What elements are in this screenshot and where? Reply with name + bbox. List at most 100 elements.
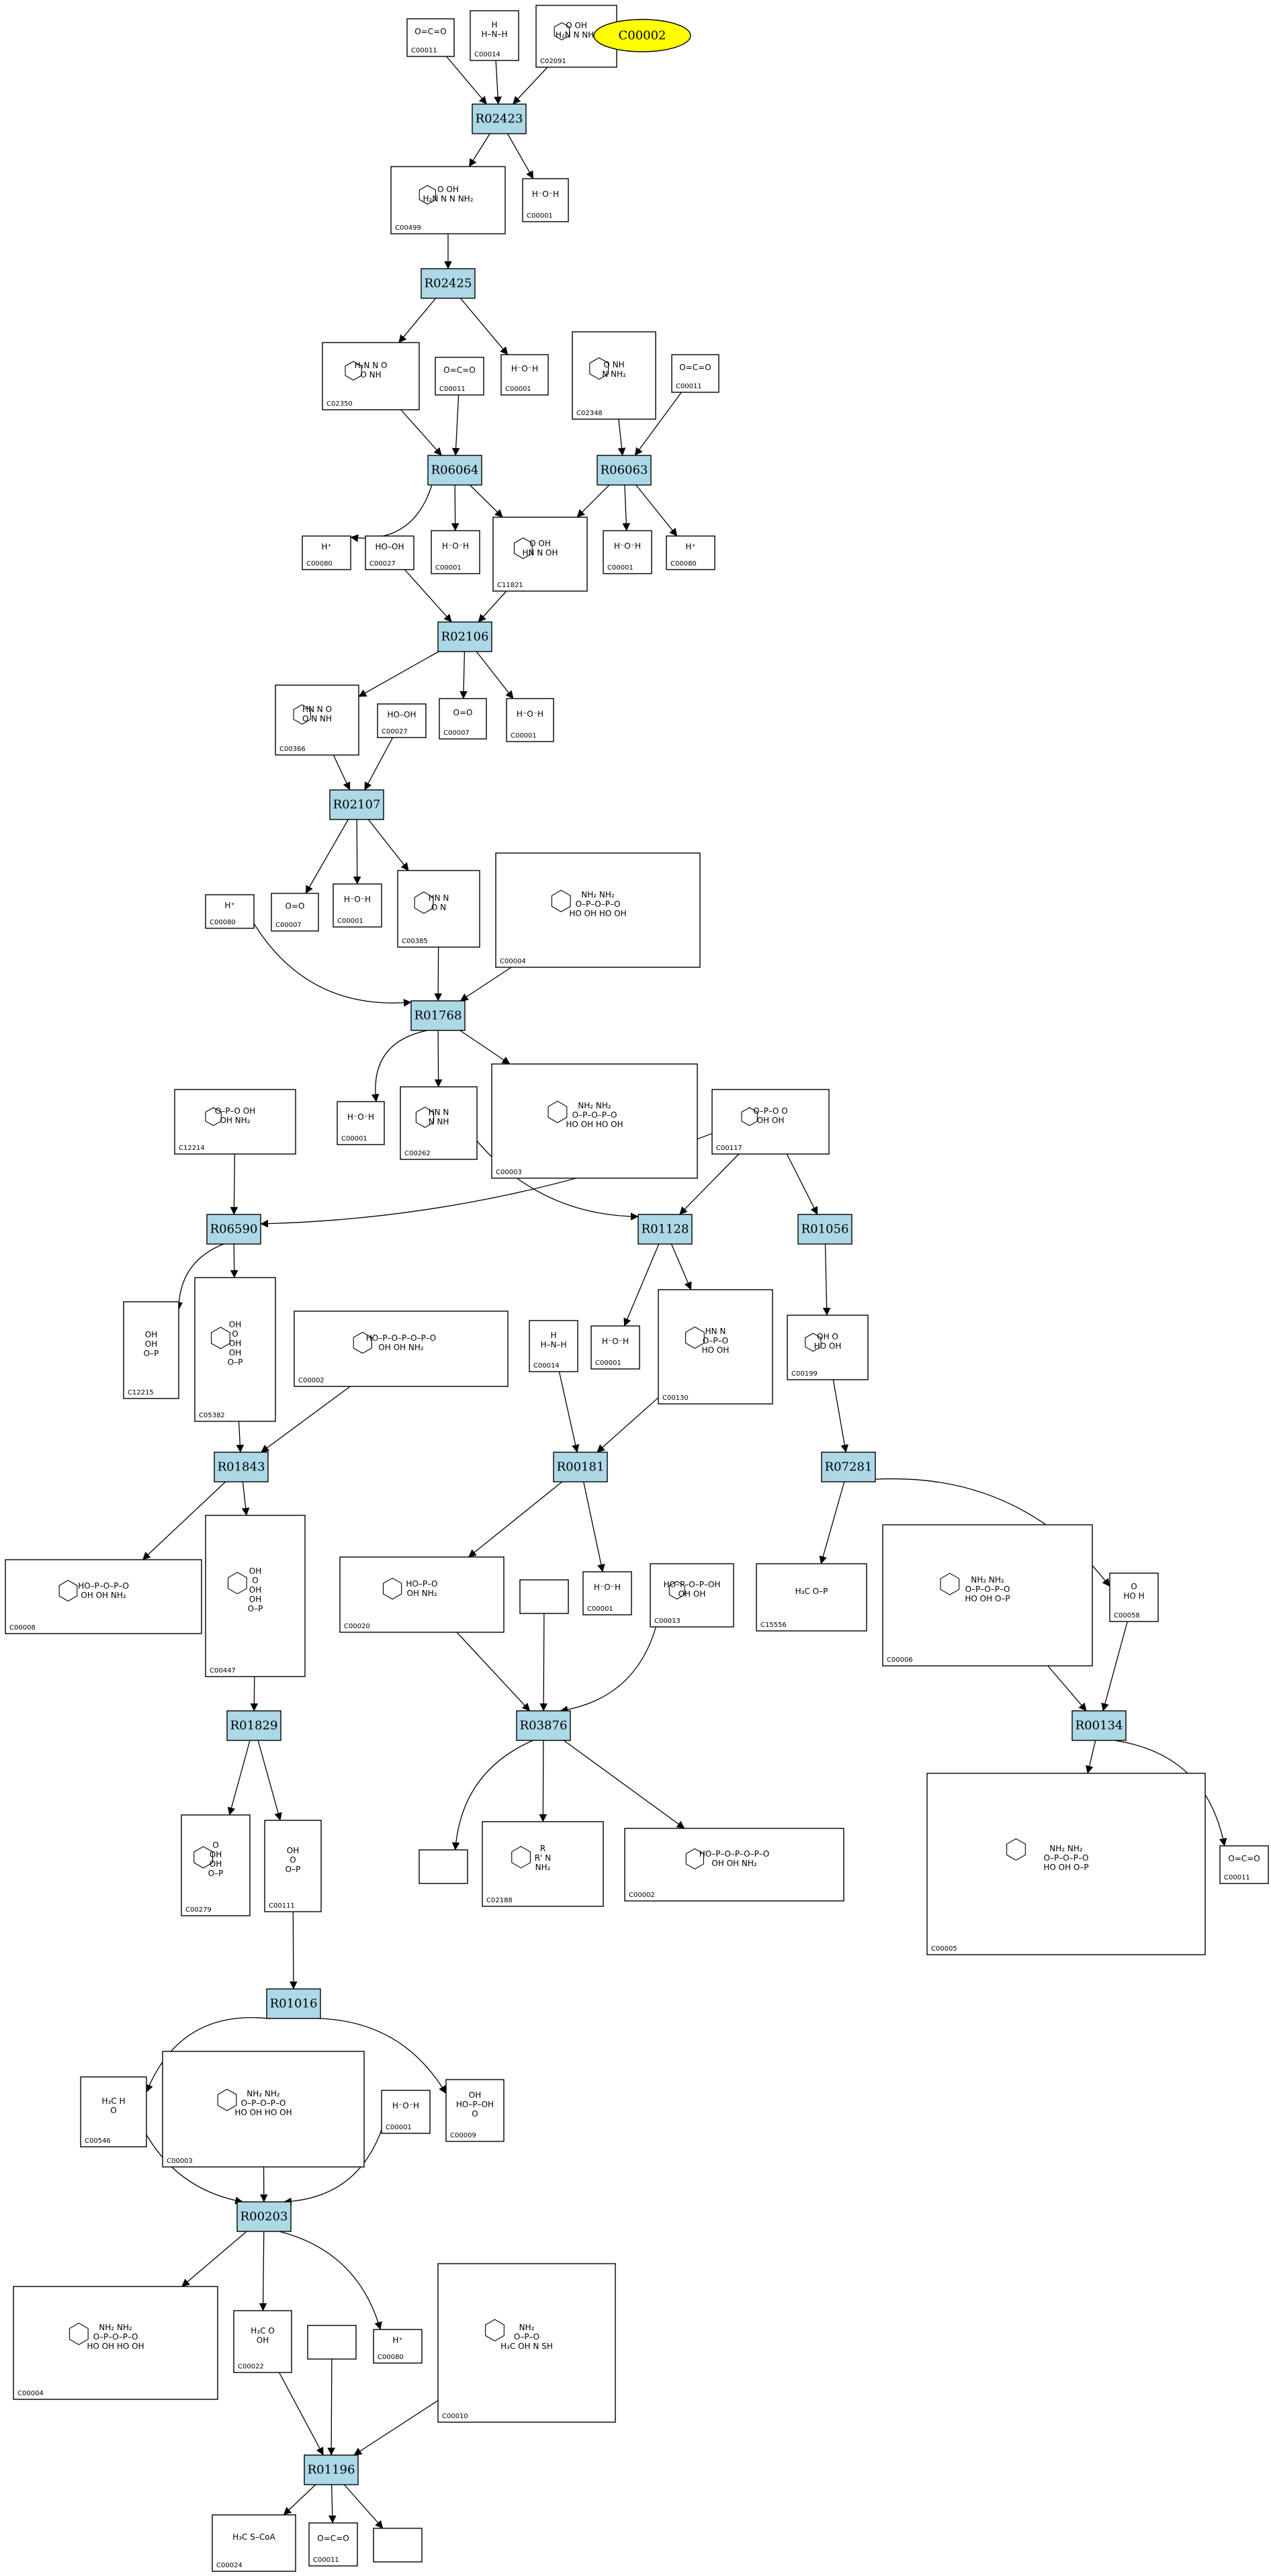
reaction-r00203[interactable]: R00203 xyxy=(236,2201,292,2232)
reaction-r00181[interactable]: R00181 xyxy=(553,1452,608,1482)
reaction-r06064[interactable]: R06064 xyxy=(427,455,482,486)
compound-id-label: C00001 xyxy=(341,1135,367,1143)
compound-id-label: C00001 xyxy=(511,732,537,740)
structure-label: O–P xyxy=(144,1349,159,1358)
compound-box xyxy=(435,357,484,396)
reaction-r01768[interactable]: R01768 xyxy=(410,1000,466,1031)
highlight-compound[interactable]: C00002 xyxy=(593,19,691,52)
edge-c_a2-to-R02423 xyxy=(494,60,502,105)
structure-label: H₂N N NH₂ xyxy=(556,30,597,40)
compound-id-label: C15556 xyxy=(760,1622,787,1629)
compound-box xyxy=(926,1773,1206,1955)
edge-c_e2-to-R02107 xyxy=(364,737,394,791)
compound-empty[interactable] xyxy=(419,1849,468,1884)
reaction-r01056[interactable]: R01056 xyxy=(797,1214,852,1245)
reaction-r00134[interactable]: R00134 xyxy=(1071,1710,1127,1741)
reaction-r06590[interactable]: R06590 xyxy=(206,1214,261,1245)
reaction-r07281[interactable]: R07281 xyxy=(821,1452,876,1482)
reaction-r03876[interactable]: R03876 xyxy=(516,1710,571,1741)
structure-ring-shape xyxy=(685,1326,705,1349)
edge-R06063-to-c_d5 xyxy=(622,484,631,531)
compound-c00080[interactable]: H⁺C00080 xyxy=(666,535,715,570)
structure-label: O–P–O–P–O xyxy=(1044,1853,1089,1863)
compound-box xyxy=(123,1301,179,1399)
compound-empty[interactable] xyxy=(519,1579,569,1614)
compound-empty[interactable] xyxy=(373,2528,423,2563)
reaction-r02107[interactable]: R02107 xyxy=(329,789,384,820)
reaction-box xyxy=(226,1710,281,1741)
reaction-r06063[interactable]: R06063 xyxy=(597,455,652,486)
reaction-r01196[interactable]: R01196 xyxy=(304,2454,359,2485)
compound-c00080[interactable]: H⁺C00080 xyxy=(302,535,351,570)
reaction-r01016[interactable]: R01016 xyxy=(266,1988,321,2019)
edge-R06590-to-c_h1 xyxy=(175,1243,224,1311)
reaction-r01829[interactable]: R01829 xyxy=(226,1710,281,1741)
reaction-r02425[interactable]: R02425 xyxy=(421,268,476,299)
reaction-r02423[interactable]: R02423 xyxy=(472,103,527,134)
structure-label: HN N O xyxy=(302,705,332,714)
reaction-r02106[interactable]: R02106 xyxy=(437,621,492,652)
compound-empty[interactable] xyxy=(307,2325,357,2360)
reaction-r01843[interactable]: R01843 xyxy=(214,1452,269,1482)
compound-c00080[interactable]: H⁺C00080 xyxy=(373,2329,423,2364)
reaction-r01128[interactable]: R01128 xyxy=(638,1214,693,1245)
compound-c00080[interactable]: H⁺C00080 xyxy=(205,894,255,929)
